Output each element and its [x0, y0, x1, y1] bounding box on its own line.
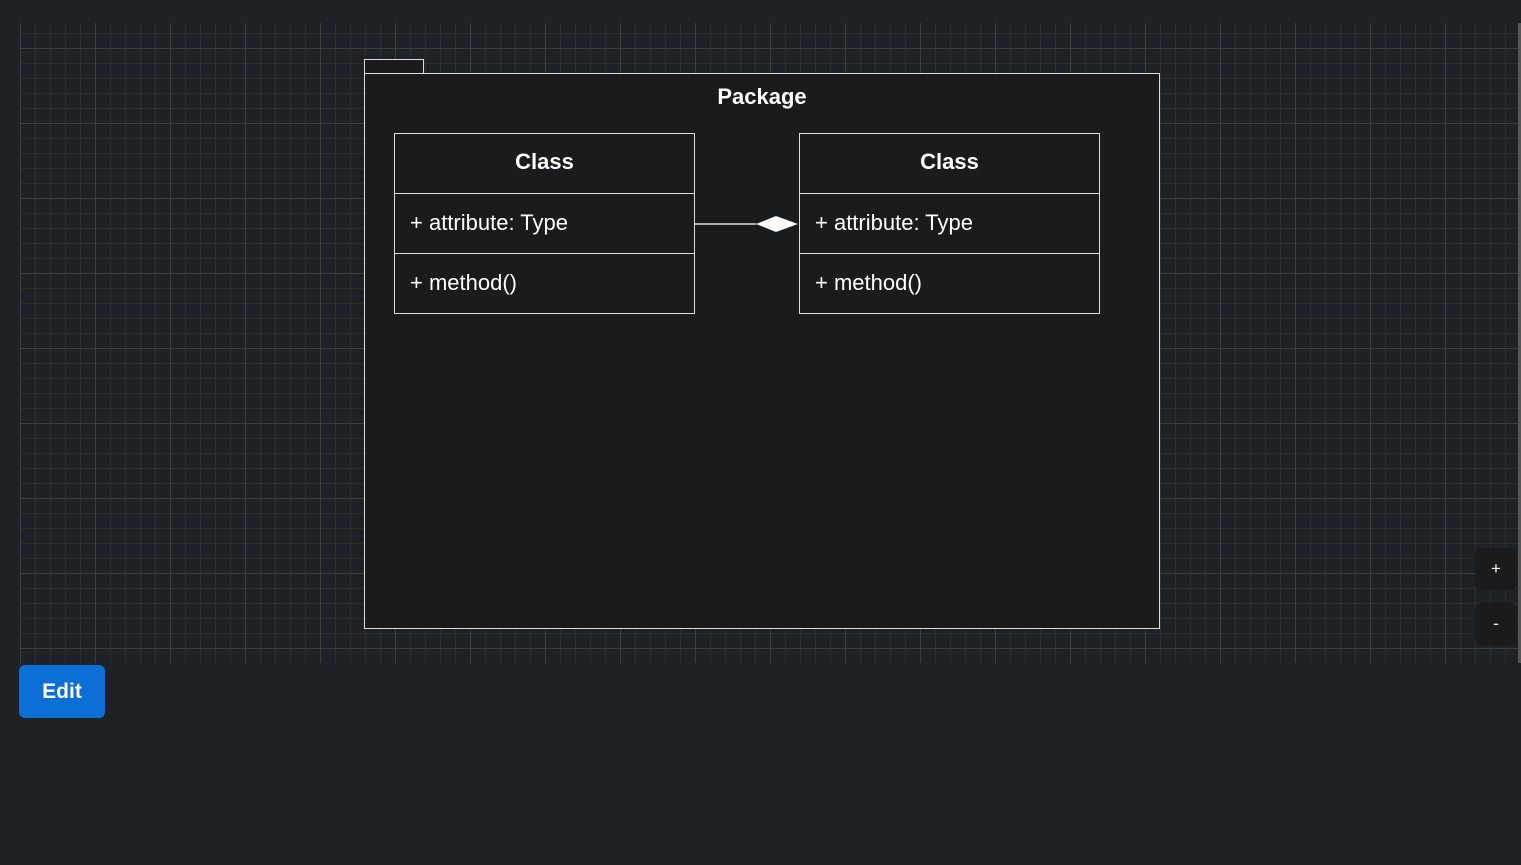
class-method: + method(): [815, 270, 922, 295]
class-box-1[interactable]: Class + attribute: Type + method(): [394, 133, 695, 314]
scrollbar[interactable]: [1518, 23, 1521, 663]
composition-diamond-icon: [756, 216, 798, 232]
class-name: Class: [395, 134, 694, 194]
zoom-in-button[interactable]: +: [1475, 548, 1517, 590]
class-name: Class: [800, 134, 1099, 194]
package-tab[interactable]: [364, 59, 424, 73]
package-title: Package: [717, 84, 807, 109]
edit-button[interactable]: Edit: [19, 665, 105, 718]
composition-connector[interactable]: [694, 210, 800, 238]
class-attribute: + attribute: Type: [395, 194, 694, 254]
class-attribute: + attribute: Type: [800, 194, 1099, 254]
class-method: + method(): [410, 270, 517, 295]
class-box-2[interactable]: Class + attribute: Type + method(): [799, 133, 1100, 314]
zoom-out-button[interactable]: -: [1475, 603, 1517, 645]
